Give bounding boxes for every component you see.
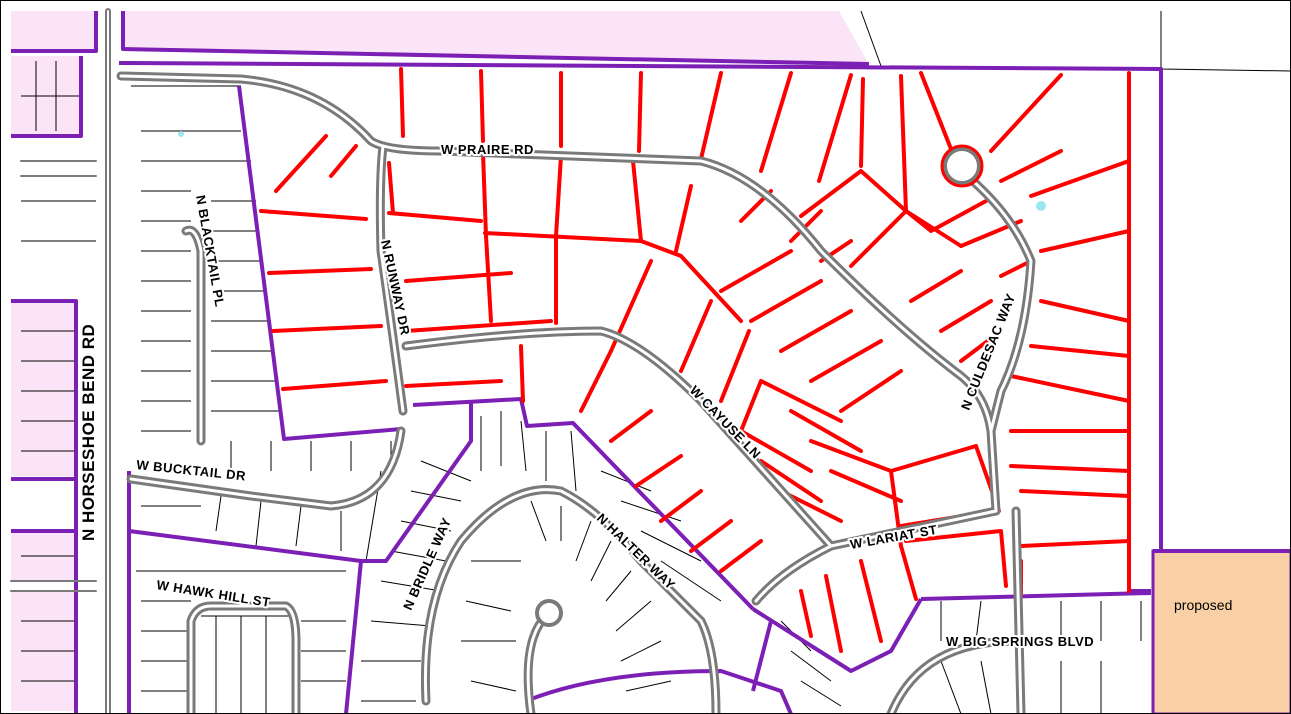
label-culdesac: N CULDESAC WAY [958,291,1018,412]
roads [10,8,1036,713]
label-praire: W PRAIRE RD [441,142,534,157]
label-proposed: proposed [1174,597,1232,613]
label-halter: N HALTER WAY [594,510,678,592]
culdesac-red-ring [940,144,984,188]
water-feature-icon [1036,201,1046,211]
pink-zone-left-top [11,11,96,51]
label-lariat: W LARIAT ST [849,522,939,552]
pink-zone-left-2 [11,301,76,476]
culdesac-bulb [943,147,981,185]
red-parcels [259,67,1131,653]
street-labels: N HORSESHOE BEND RD W PRAIRE RD N BLACKT… [77,140,1232,651]
boundary-main [118,61,1163,551]
water-feature-icon-2 [178,131,184,137]
halter-culdesac-bulb [535,599,563,627]
label-big-springs: W BIG SPRINGS BLVD [946,634,1094,649]
proposed-parcel[interactable] [1151,549,1291,714]
label-horseshoe-bend: N HORSESHOE BEND RD [79,324,98,541]
thin-lot-lines [21,10,1290,713]
pink-zones [11,11,869,711]
